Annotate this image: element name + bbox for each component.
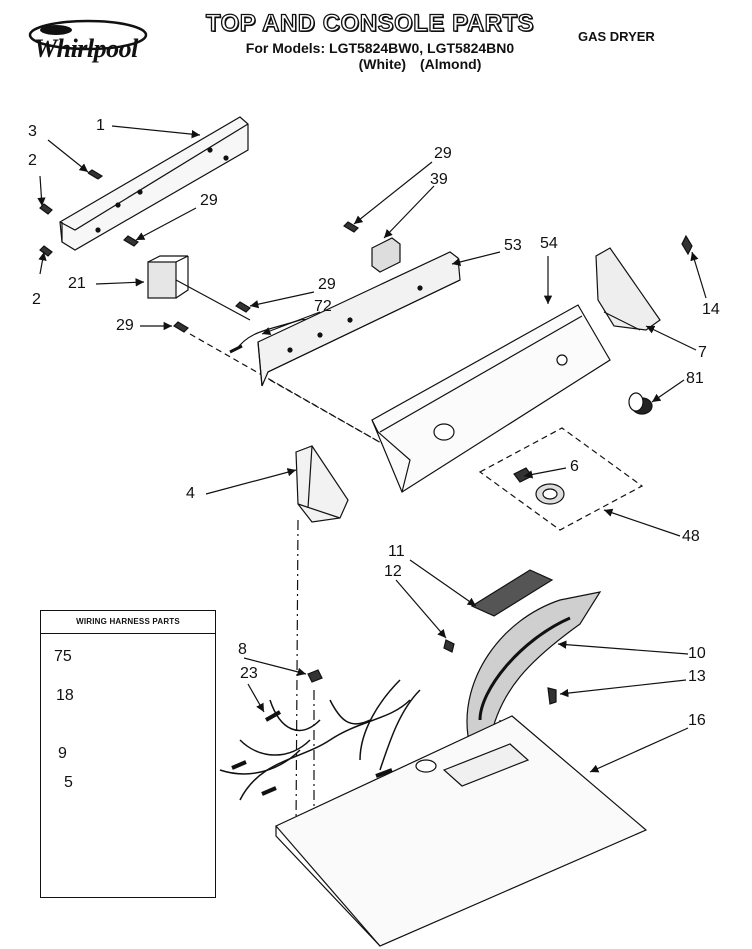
callout-11: 11	[388, 543, 405, 560]
callout-23: 23	[240, 665, 258, 682]
callout-3: 3	[28, 123, 37, 140]
legend-title: WIRING HARNESS PARTS	[41, 611, 215, 634]
callout-29-d: 29	[434, 145, 452, 162]
part-8-clip	[307, 669, 323, 683]
part-81-knob	[628, 392, 653, 415]
callout-29-a: 29	[200, 192, 218, 209]
callout-6: 6	[570, 458, 579, 475]
part-4-endcap	[295, 445, 349, 523]
callout-16: 16	[688, 712, 706, 729]
part-13-screw	[547, 687, 557, 705]
screw-3	[87, 169, 104, 180]
screw-29a	[123, 235, 139, 247]
part-54-console	[371, 304, 611, 493]
part-16-top	[275, 715, 648, 947]
part-7-endcap	[595, 247, 661, 331]
callout-54: 54	[540, 235, 558, 252]
callout-8: 8	[238, 641, 247, 658]
whirlpool-logo: Whirlpool	[26, 18, 160, 70]
part-11-cover	[470, 569, 554, 617]
callout-4: 4	[186, 485, 195, 502]
callout-29-c: 29	[116, 317, 134, 334]
legend-callout-18: 18	[56, 687, 74, 704]
callout-39: 39	[430, 171, 448, 188]
callout-2-lower: 2	[32, 291, 41, 308]
part-39-bracket	[371, 237, 401, 273]
screw-29d	[343, 221, 359, 233]
model-numbers: For Models: LGT5824BW0, LGT5824BN0	[245, 40, 515, 56]
part-53-bracket	[257, 251, 461, 387]
screw-29b	[235, 301, 251, 313]
callout-13: 13	[688, 668, 706, 685]
legend-callout-9: 9	[58, 745, 67, 762]
part-48-knob	[535, 483, 565, 505]
part-21-switch	[147, 255, 251, 321]
brand-wordmark: Whirlpool	[34, 34, 138, 63]
callout-12: 12	[384, 563, 402, 580]
callout-29-b: 29	[318, 276, 336, 293]
screw-2b	[39, 245, 53, 257]
callout-10: 10	[688, 645, 706, 662]
part-12-screw	[443, 639, 455, 653]
product-type: GAS DRYER	[578, 29, 655, 44]
callout-72: 72	[314, 298, 332, 315]
callout-81: 81	[686, 370, 704, 387]
legend-callout-75: 75	[54, 648, 72, 665]
callout-7: 7	[698, 344, 707, 361]
legend-callout-5: 5	[64, 774, 73, 791]
screw-14	[681, 234, 693, 256]
callout-48: 48	[682, 528, 700, 545]
callout-14: 14	[702, 301, 720, 318]
callout-21: 21	[68, 275, 86, 292]
callout-1: 1	[96, 117, 105, 134]
screw-29c	[173, 321, 189, 333]
wiring-harness-legend: WIRING HARNESS PARTS	[40, 610, 216, 898]
page-title: TOP AND CONSOLE PARTS	[205, 9, 535, 37]
callout-2-upper: 2	[28, 152, 37, 169]
part-23-harness	[219, 679, 421, 801]
callout-53: 53	[504, 237, 522, 254]
part-10-frame	[466, 591, 602, 741]
model-colors: (White) (Almond)	[358, 56, 482, 72]
part-1-console-back-panel	[59, 116, 249, 251]
